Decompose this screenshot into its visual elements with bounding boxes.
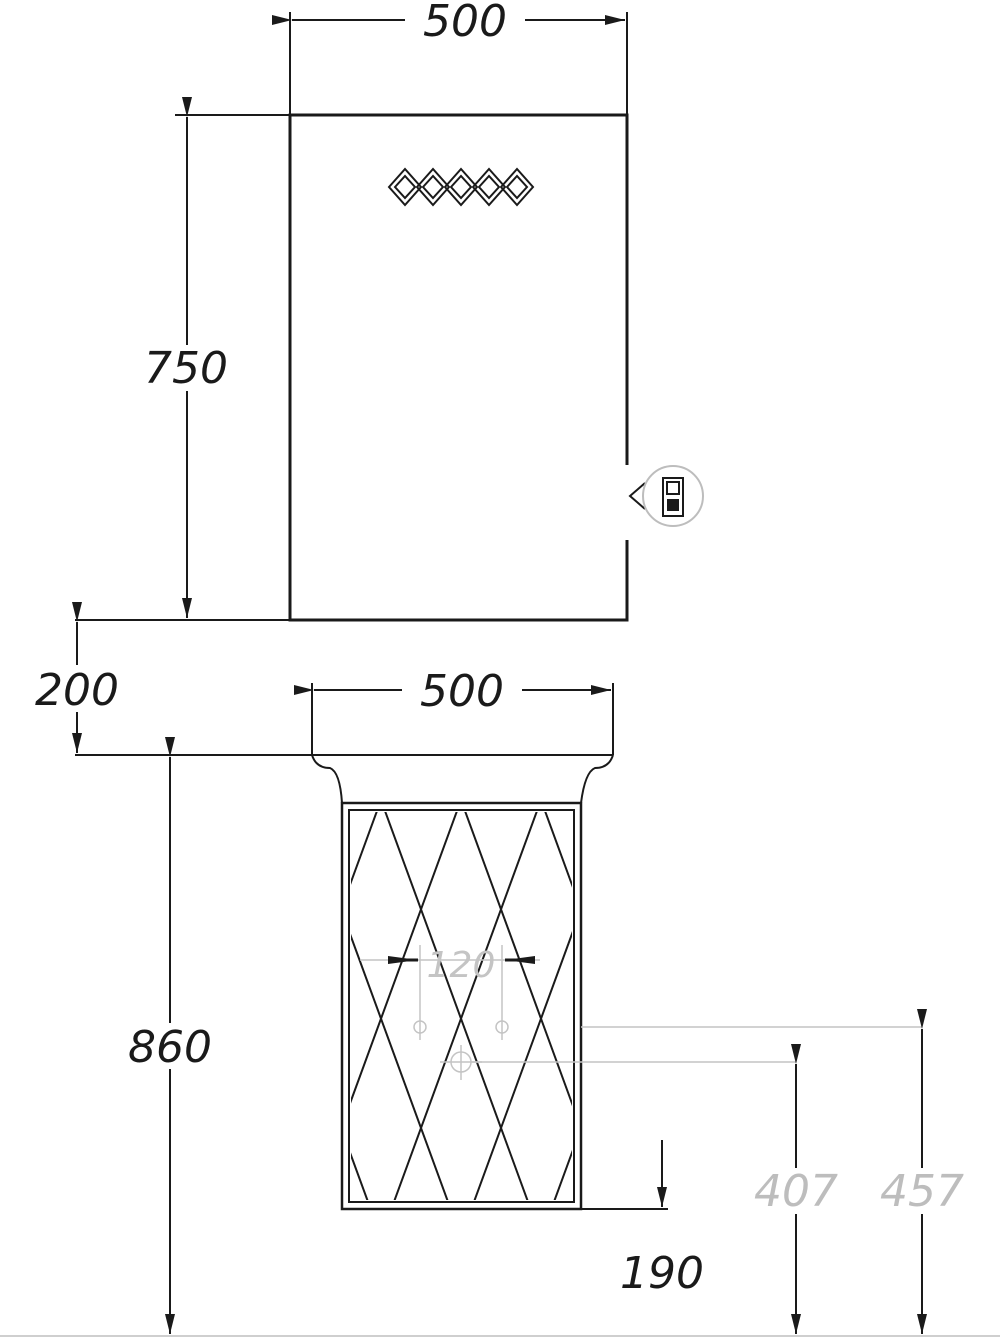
dimension-mirror-width <box>272 12 628 115</box>
dimension-bottom-clearance <box>581 1140 668 1210</box>
pipe-spacing-label: 120 <box>427 945 496 986</box>
vanity-height-label: 860 <box>128 1022 212 1073</box>
mirror-height-label: 750 <box>144 343 228 394</box>
switch-icon <box>624 465 704 540</box>
bottom-clearance-label: 190 <box>620 1248 704 1299</box>
gap-label: 200 <box>35 665 119 716</box>
diamond-ornament <box>387 167 535 207</box>
vanity-unit <box>311 754 614 1211</box>
dimension-vanity-width <box>294 683 614 755</box>
lattice-pattern <box>351 812 572 1200</box>
dimension-gap <box>72 602 312 756</box>
dimension-pipe-spacing <box>360 945 540 1080</box>
mirror-cabinet <box>288 113 704 622</box>
vanity-width-label: 500 <box>420 666 504 717</box>
drain-height-label: 407 <box>754 1166 838 1217</box>
supply-height-label: 457 <box>880 1166 964 1217</box>
mirror-width-label: 500 <box>423 0 507 47</box>
